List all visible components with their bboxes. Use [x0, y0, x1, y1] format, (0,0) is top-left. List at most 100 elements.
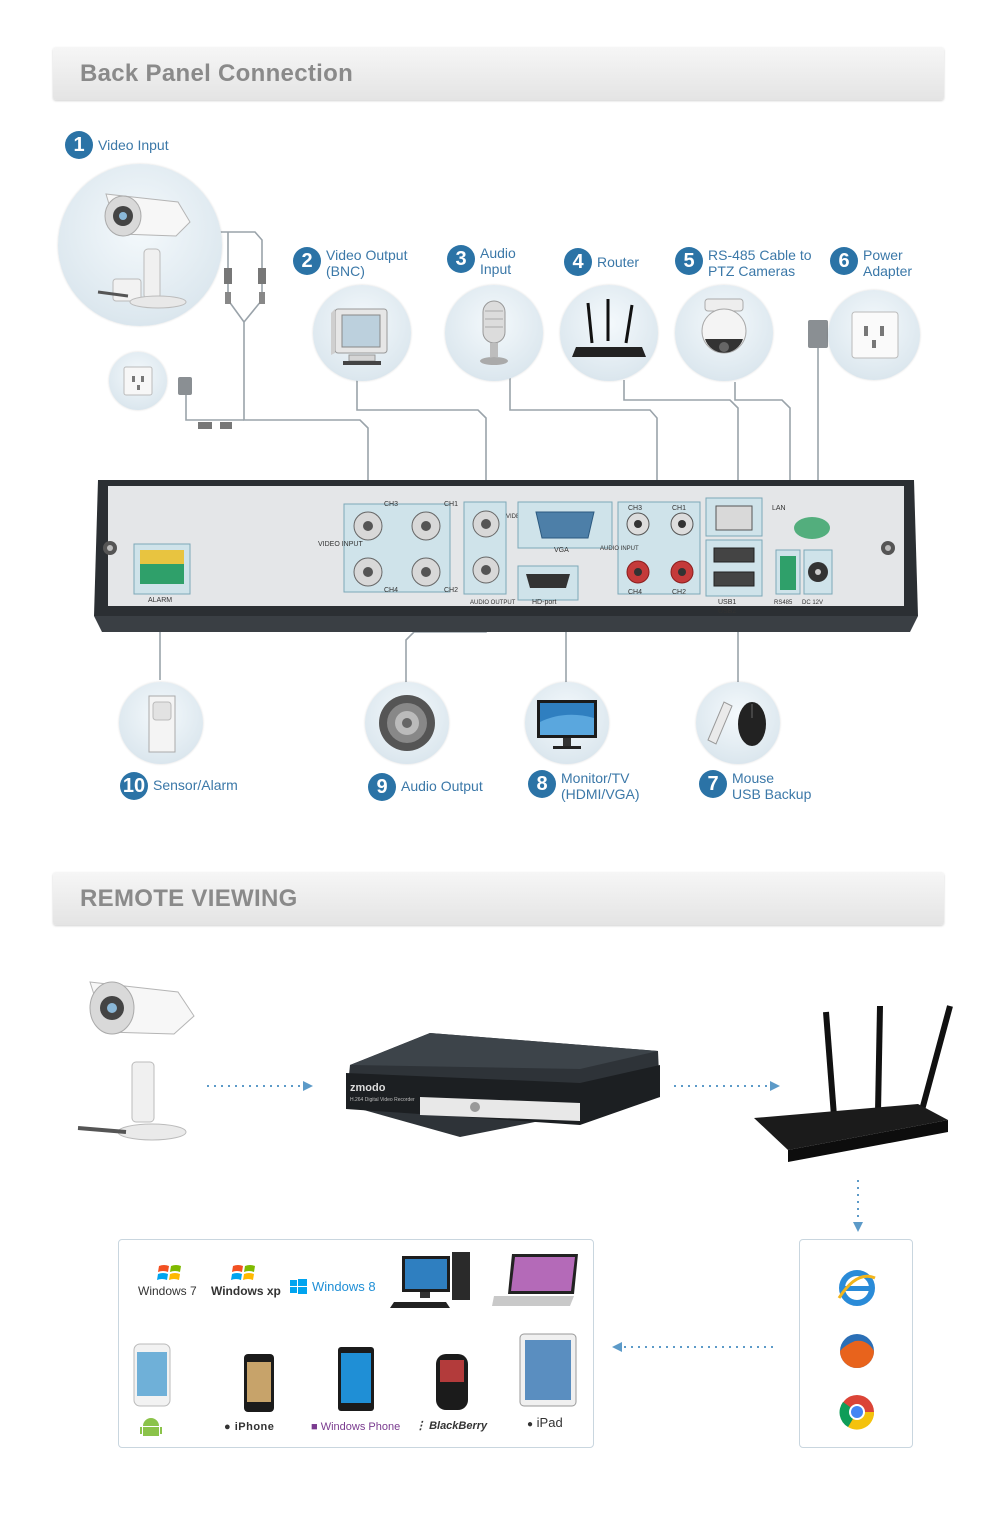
section-title-back-panel: Back Panel Connection [80, 60, 354, 87]
audio-input-label: AUDIO INPUT [600, 546, 639, 552]
label-video-input: 1 Video Input [65, 131, 169, 159]
number-badge: 1 [65, 131, 93, 159]
internet-explorer-icon [837, 1270, 876, 1306]
ch2-label: CH2 [444, 587, 458, 594]
motion-sensor-icon [148, 695, 176, 753]
audio-output-label: AUDIO OUTPUT [470, 600, 516, 606]
mouse-usb-icon [707, 701, 766, 746]
platform-windows7: Windows 7 [138, 1284, 197, 1298]
usb2-label: USB2 [718, 608, 736, 615]
desktop-computer-icon [390, 1252, 470, 1308]
ch4-label: CH4 [384, 587, 398, 594]
security-camera-icon [97, 193, 191, 309]
ptz-camera-circle [675, 285, 773, 381]
dvr-back-panel: ALARM CH3 CH4 VIDEO INPUT CH1 CH2 VIDEO … [94, 480, 918, 632]
section-header-back-panel: Back Panel Connection [53, 47, 944, 100]
label-video-output: 2 Video Output(BNC) [293, 247, 407, 279]
platform-iphone: ● iPhone [224, 1421, 275, 1433]
power-outlet-icon [123, 366, 153, 396]
audio-ch4-label: CH4 [628, 589, 642, 596]
windows8-logo-icon [290, 1279, 307, 1294]
android-logo-icon [140, 1418, 162, 1436]
dc12v-label: DC 12V [802, 600, 823, 606]
number-badge: 4 [564, 248, 592, 276]
label-router: 4 Router [564, 248, 639, 276]
dvr-device-icon: zmodo H.264 Digital Video Recorder [346, 1033, 660, 1137]
label-sensor-alarm: 10 Sensor/Alarm [120, 772, 238, 800]
windows-phone-logo-icon: ■ [311, 1421, 318, 1433]
microphone-icon [480, 300, 508, 365]
alarm-port-label: ALARM [148, 597, 172, 604]
number-badge: 7 [699, 770, 727, 798]
audio-ch3-label: CH3 [628, 505, 642, 512]
number-badge: 8 [528, 770, 556, 798]
usb1-label: USB1 [718, 599, 736, 606]
platform-windows8: Windows 8 [312, 1279, 376, 1294]
dvr-subtitle: H.264 Digital Video Recorder [350, 1097, 415, 1103]
hd-port-label: HD-port [532, 599, 557, 606]
platform-blackberry: ⋮ BlackBerry [415, 1420, 488, 1432]
laptop-icon [492, 1254, 578, 1306]
dotted-arrow-browsers-devices [612, 1342, 776, 1352]
section-title-remote: REMOTE VIEWING [80, 885, 298, 912]
sensor-circle [119, 682, 203, 764]
firefox-icon [840, 1334, 874, 1368]
number-badge: 2 [293, 247, 321, 275]
number-badge: 9 [368, 773, 396, 801]
ipad-device-icon [519, 1333, 577, 1407]
platform-windows-phone: ■ Windows Phone [311, 1421, 401, 1433]
vga-label: VGA [554, 547, 569, 554]
rs485-label: RS485 [774, 600, 793, 606]
microphone-circle [445, 285, 543, 381]
remote-router-icon [754, 1005, 953, 1162]
dvr-brand: zmodo [350, 1082, 386, 1094]
chrome-icon [839, 1395, 875, 1430]
speaker-circle [365, 682, 449, 764]
dotted-arrow-camera-dvr [207, 1081, 313, 1091]
ch1-label: CH1 [444, 501, 458, 508]
router-icon [572, 299, 646, 357]
speaker-icon [379, 695, 435, 751]
blackberry-logo-icon: ⋮ [415, 1420, 426, 1432]
label-audio-output: 9 Audio Output [368, 773, 483, 801]
lan-label: LAN [772, 505, 786, 512]
monitor-circle [525, 682, 609, 764]
section-header-remote: REMOTE VIEWING [53, 872, 944, 925]
platform-ipad: ● iPad [527, 1415, 563, 1430]
number-badge: 6 [830, 247, 858, 275]
android-phone-icon [133, 1343, 171, 1407]
outlet-circle-small [109, 352, 167, 410]
number-badge: 3 [447, 245, 475, 273]
wall-outlet-icon [851, 311, 899, 359]
dotted-arrow-dvr-router [674, 1081, 780, 1091]
label-monitor-tv: 8 Monitor/TV(HDMI/VGA) [528, 770, 640, 802]
outlet-circle [828, 290, 920, 380]
number-badge: 10 [120, 772, 148, 800]
apple-logo-icon: ● [527, 1419, 534, 1430]
dotted-arrow-router-down [853, 1180, 863, 1232]
audio-ch1-label: CH1 [672, 505, 686, 512]
router-circle [560, 285, 658, 381]
windows-xp-logo-icon [231, 1265, 255, 1280]
video-input-label: VIDEO INPUT [318, 541, 363, 548]
platform-windows-xp: Windows xp [211, 1284, 281, 1298]
blackberry-device-icon [436, 1354, 468, 1410]
crt-monitor-icon [331, 308, 388, 365]
number-badge: 5 [675, 247, 703, 275]
apple-logo-icon: ● [224, 1421, 232, 1433]
lcd-monitor-icon [537, 700, 597, 749]
monitor-crt-circle [313, 285, 411, 381]
mouse-usb-circle [696, 682, 780, 764]
camera-circle [58, 164, 222, 326]
windows-phone-device-icon [338, 1347, 374, 1411]
audio-ch2-label: CH2 [672, 589, 686, 596]
ptz-camera-icon [701, 298, 747, 354]
ch3-label: CH3 [384, 501, 398, 508]
remote-camera-icon [77, 981, 195, 1141]
iphone-device-icon [244, 1354, 274, 1412]
windows-logo-icon [157, 1265, 181, 1280]
